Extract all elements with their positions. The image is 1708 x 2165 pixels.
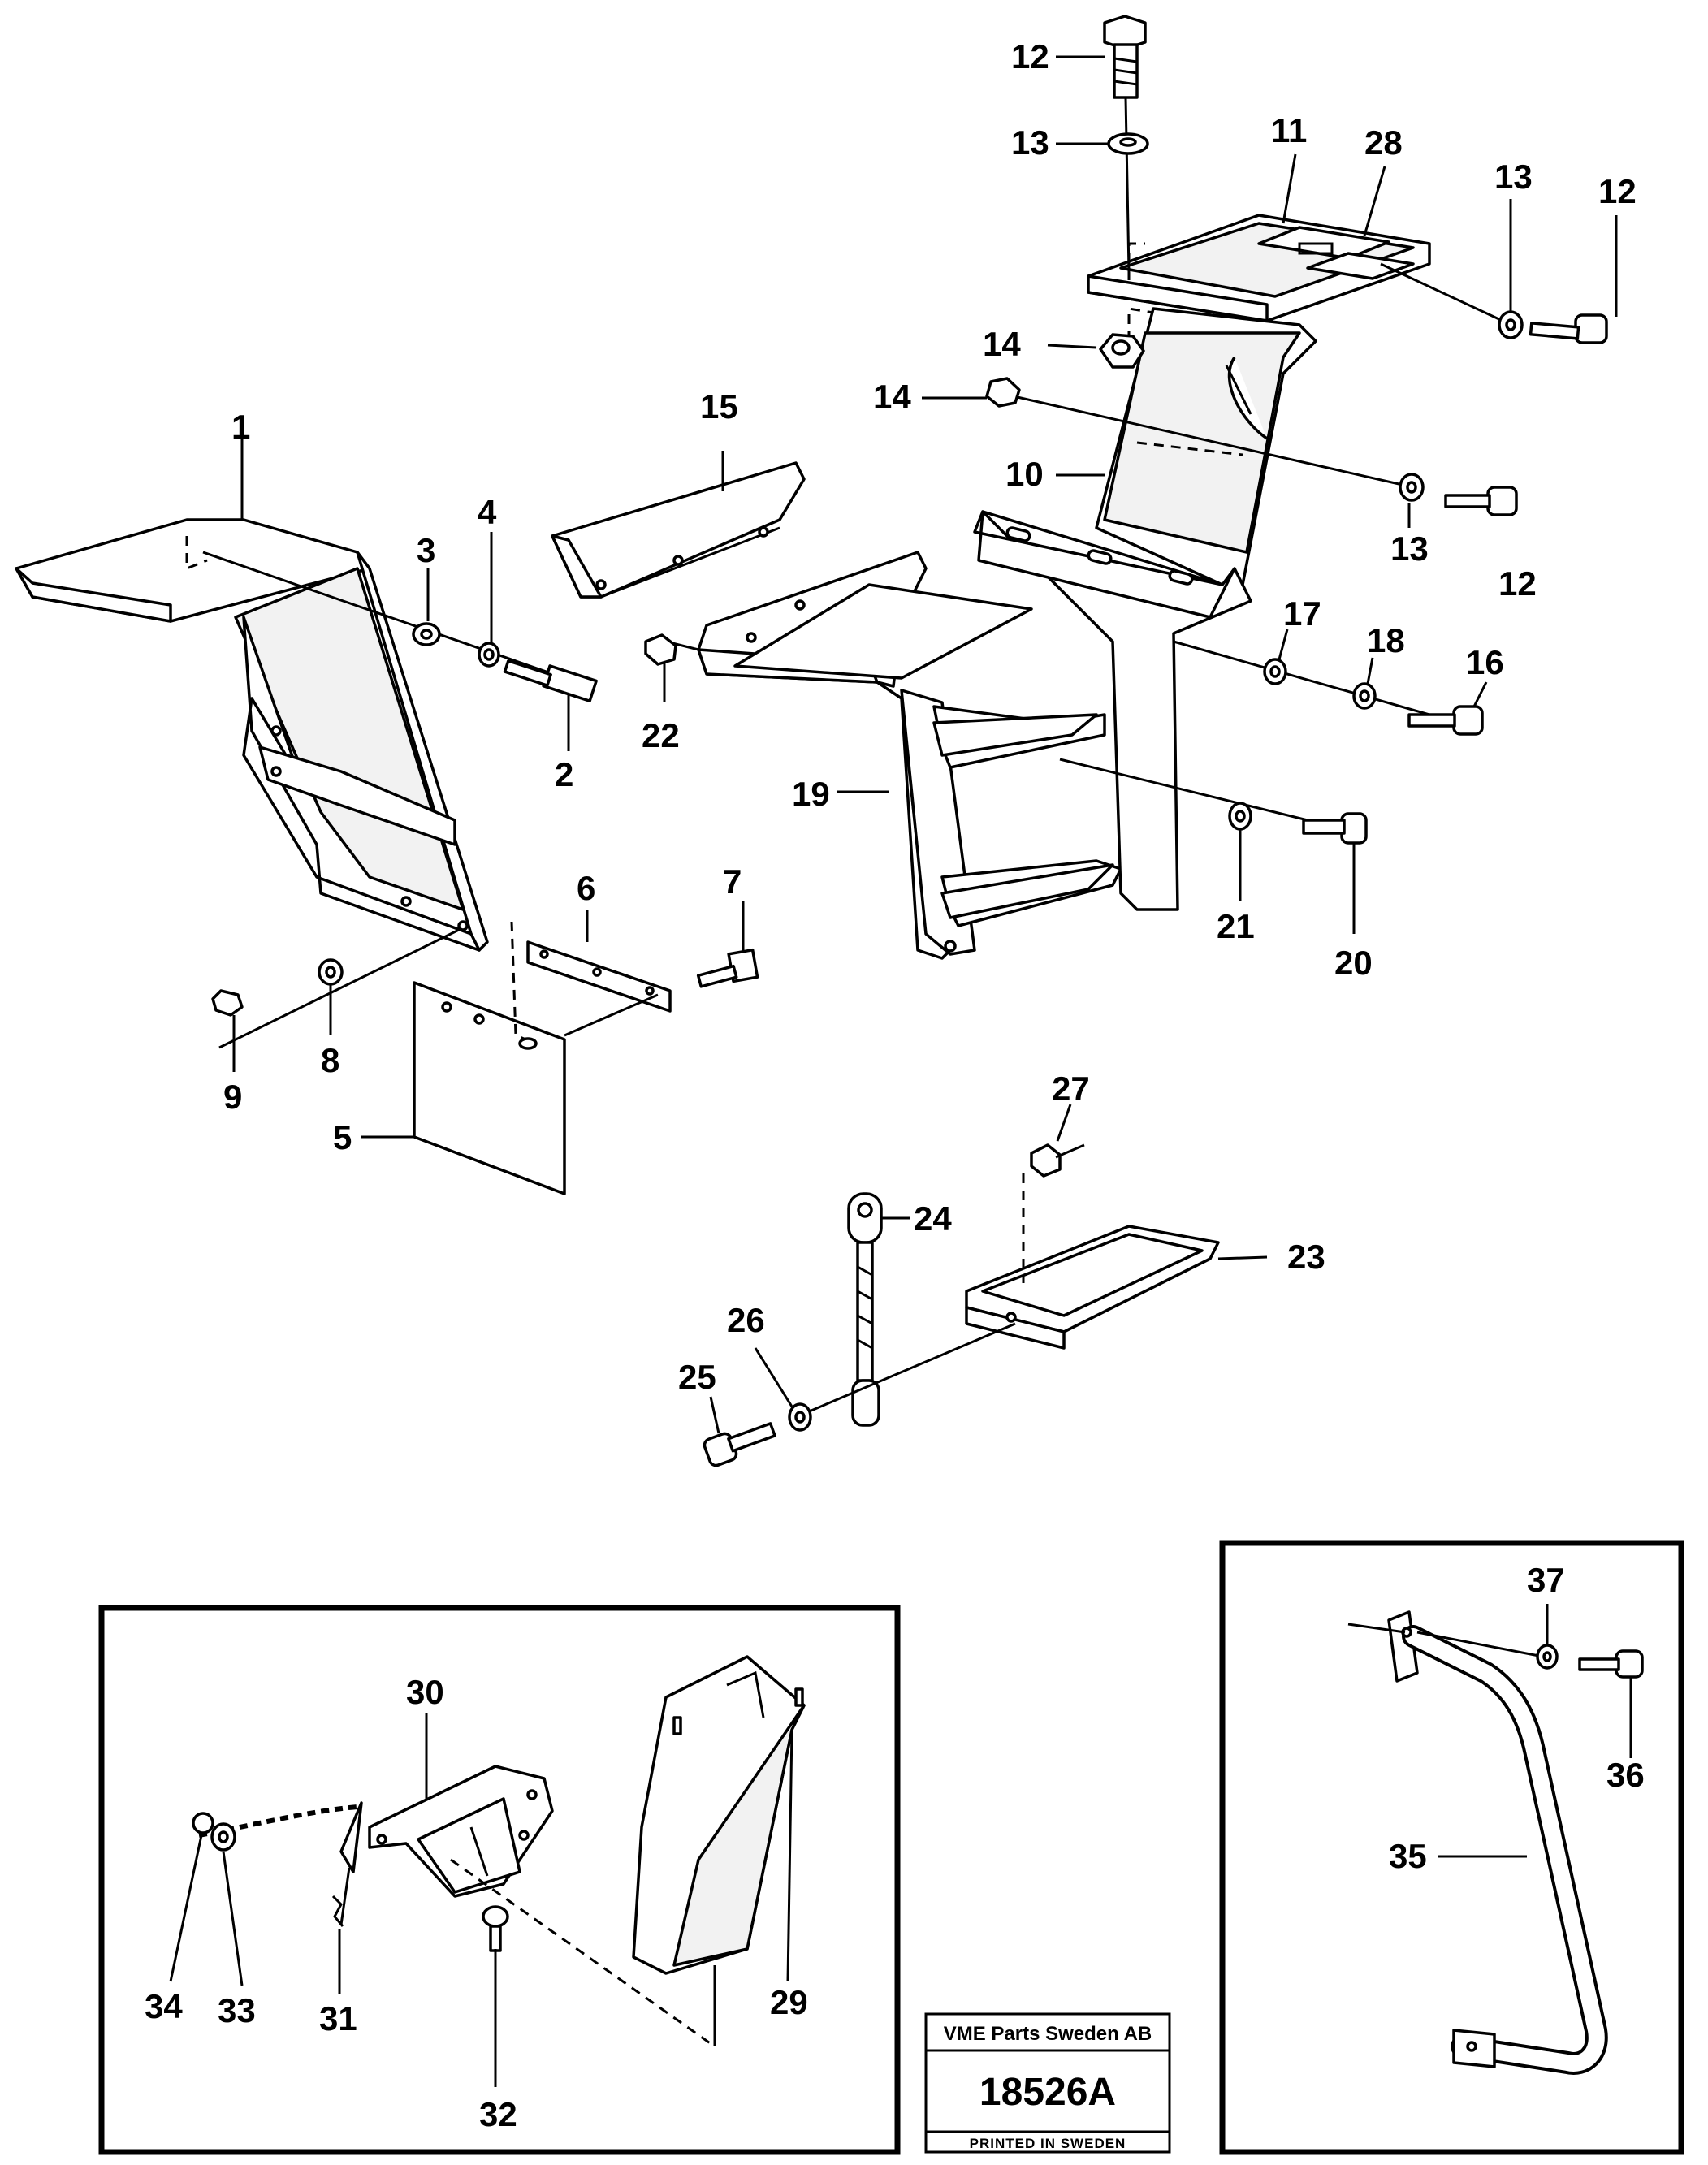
label-29: 29 — [770, 1983, 808, 2021]
part-23-step — [965, 1225, 1220, 1350]
label-30: 30 — [406, 1673, 444, 1711]
part-35-handrail — [1387, 1610, 1608, 2075]
label-13-top: 13 — [1011, 123, 1049, 162]
part-34-nut — [192, 1812, 214, 1834]
part-7-bolt — [696, 948, 759, 988]
part-15-plate — [551, 461, 806, 599]
part-10-riser — [973, 307, 1317, 911]
part-1-step-bracket — [15, 518, 489, 952]
label-3: 3 — [417, 531, 435, 569]
part-17-washer — [1263, 658, 1287, 685]
label-19: 19 — [792, 775, 830, 813]
label-8: 8 — [321, 1041, 339, 1079]
label-18: 18 — [1367, 621, 1405, 659]
label-10: 10 — [1005, 455, 1044, 493]
part-33-washer — [210, 1822, 236, 1852]
part-20-bolt — [1302, 812, 1368, 934]
part-9-nut — [211, 989, 244, 1017]
inset-frame-left — [98, 1605, 901, 2155]
label-37: 37 — [1527, 1561, 1565, 1599]
part-4-lockwasher — [478, 642, 500, 668]
label-22: 22 — [642, 716, 680, 754]
label-20: 20 — [1334, 944, 1373, 982]
part-3-washer — [412, 622, 441, 646]
label-13-right: 13 — [1494, 158, 1533, 196]
part-13-washer-top — [1107, 132, 1149, 155]
part-29-cover — [632, 1655, 806, 2046]
label-15: 15 — [700, 387, 738, 426]
label-12-right: 12 — [1598, 172, 1637, 210]
label-27: 27 — [1052, 1070, 1090, 1108]
part-6-strip — [526, 940, 672, 1013]
label-12-top: 12 — [1011, 37, 1049, 76]
label-28: 28 — [1364, 123, 1403, 162]
part-16-bolt — [1407, 705, 1484, 736]
callout-labels: 12 13 11 28 13 12 14 14 15 10 13 12 1 3 … — [145, 37, 1645, 2133]
part-37-washer — [1536, 1644, 1559, 1670]
part-18-washer — [1352, 682, 1377, 710]
label-25: 25 — [678, 1358, 716, 1396]
part-14-nut-right — [985, 377, 1021, 408]
label-23: 23 — [1287, 1238, 1325, 1276]
part-8-washer — [318, 958, 344, 986]
part-12-bolt-right — [1529, 313, 1608, 344]
stamp-company: VME Parts Sweden AB — [944, 2023, 1152, 2045]
part-28-tread-insert — [1257, 226, 1415, 280]
label-26: 26 — [727, 1301, 765, 1339]
label-33: 33 — [218, 1991, 256, 2029]
part-27-nut — [1030, 1143, 1062, 1178]
stamp-drawing-number: 18526A — [979, 2071, 1116, 2114]
part-12-bolt-mid — [1444, 486, 1518, 516]
part-14-nut-top — [1099, 333, 1145, 369]
part-36-bolt — [1578, 1649, 1644, 1758]
label-34: 34 — [145, 1987, 183, 2025]
part-30-bracket — [368, 1765, 554, 1898]
label-2: 2 — [555, 755, 573, 793]
part-22-nut — [644, 633, 677, 666]
part-13-washer-right — [1498, 310, 1524, 339]
label-17: 17 — [1283, 594, 1321, 633]
part-13-washer-mid — [1399, 473, 1425, 502]
label-31: 31 — [319, 1999, 357, 2038]
label-35: 35 — [1389, 1837, 1427, 1875]
label-16: 16 — [1466, 643, 1504, 681]
label-12-mid: 12 — [1498, 564, 1537, 603]
label-24: 24 — [914, 1199, 952, 1238]
label-5: 5 — [333, 1118, 352, 1156]
part-32-screw — [482, 1905, 509, 2087]
label-14-left: 14 — [873, 378, 911, 416]
label-13-mid: 13 — [1390, 529, 1429, 568]
part-24-link — [847, 1192, 883, 1427]
label-1: 1 — [231, 408, 250, 446]
leader-lines — [169, 55, 1618, 1994]
label-4: 4 — [478, 493, 497, 531]
part-12-bolt-top — [1103, 15, 1147, 99]
label-21: 21 — [1217, 907, 1255, 945]
label-9: 9 — [223, 1078, 242, 1116]
part-31-clip — [331, 1801, 363, 1927]
stamp-printed: PRINTED IN SWEDEN — [970, 2136, 1126, 2151]
part-21-washer — [1228, 802, 1252, 831]
label-7: 7 — [723, 862, 742, 901]
label-36: 36 — [1606, 1756, 1645, 1794]
label-14-top: 14 — [983, 325, 1021, 363]
part-26-washer — [788, 1402, 812, 1432]
drawing-stamp: VME Parts Sweden AB 18526A PRINTED IN SW… — [924, 2012, 1171, 2154]
part-19-step-frame — [697, 551, 1159, 960]
part-2-bolt — [503, 659, 598, 702]
part-25-bolt — [703, 1422, 776, 1467]
inset-frame-right — [1219, 1540, 1684, 2155]
part-5-plate — [413, 921, 566, 1195]
label-11: 11 — [1271, 111, 1307, 149]
label-6: 6 — [577, 869, 595, 907]
label-32: 32 — [479, 2095, 517, 2133]
